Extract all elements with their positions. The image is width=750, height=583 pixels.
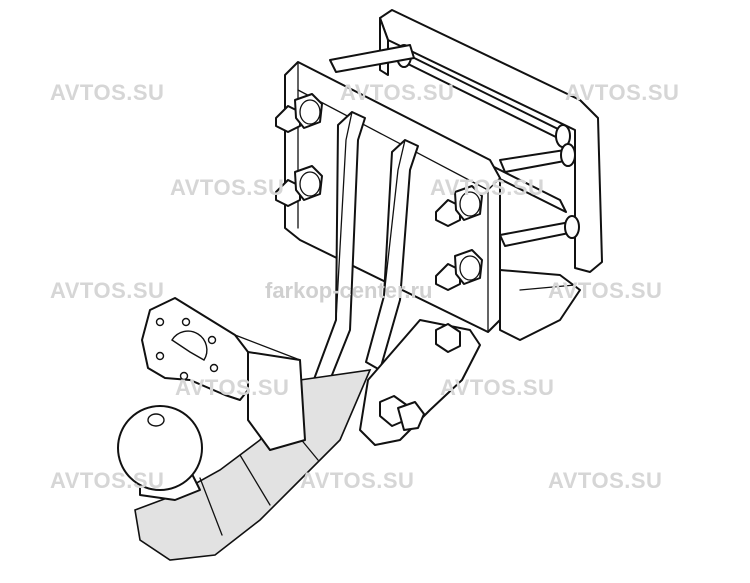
- lower-brace: [499, 269, 581, 341]
- socket-bracket: [141, 297, 306, 451]
- nut-mid-left: [275, 165, 323, 207]
- side-plate: [359, 319, 481, 446]
- tow-ball: [117, 405, 203, 501]
- nut-top-left: [275, 93, 323, 133]
- threaded-studs: [329, 44, 580, 247]
- nut-bottom-right: [435, 249, 483, 291]
- vertical-brackets: [309, 111, 419, 401]
- nut-mid-right: [435, 185, 483, 227]
- mounting-nuts: [275, 93, 483, 291]
